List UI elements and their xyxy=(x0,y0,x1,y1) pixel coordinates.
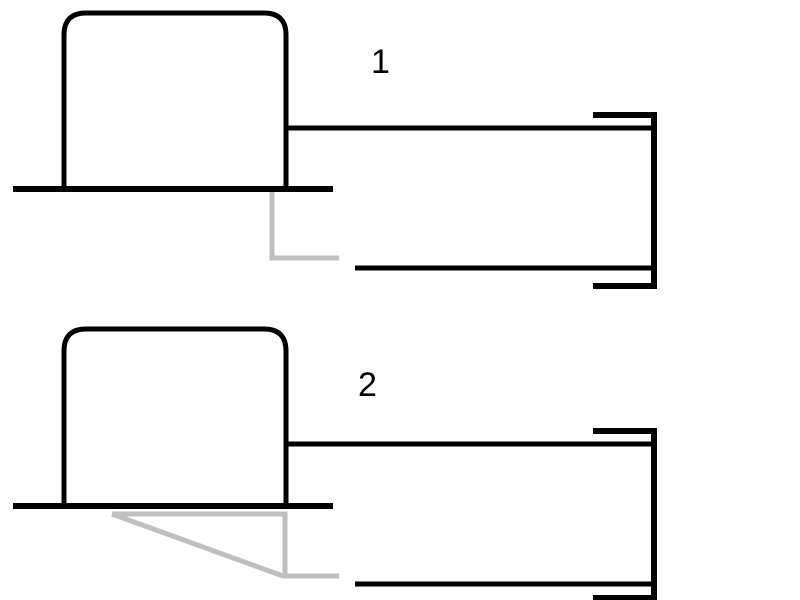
panel-2-gray-diagonal xyxy=(111,511,284,579)
panel-1-rounded-box xyxy=(61,10,289,188)
panel-1-label: 1 xyxy=(371,43,390,81)
panel-2-label: 2 xyxy=(358,366,377,404)
panel-1 xyxy=(13,10,657,289)
panel-2-rounded-box xyxy=(61,326,289,505)
panel-1-gray-connector xyxy=(269,192,339,261)
panel-2-end-bracket xyxy=(593,428,657,600)
panel-2 xyxy=(13,326,657,600)
panel-2-gray-wedge xyxy=(112,511,339,579)
panel-1-end-bracket xyxy=(593,112,657,289)
